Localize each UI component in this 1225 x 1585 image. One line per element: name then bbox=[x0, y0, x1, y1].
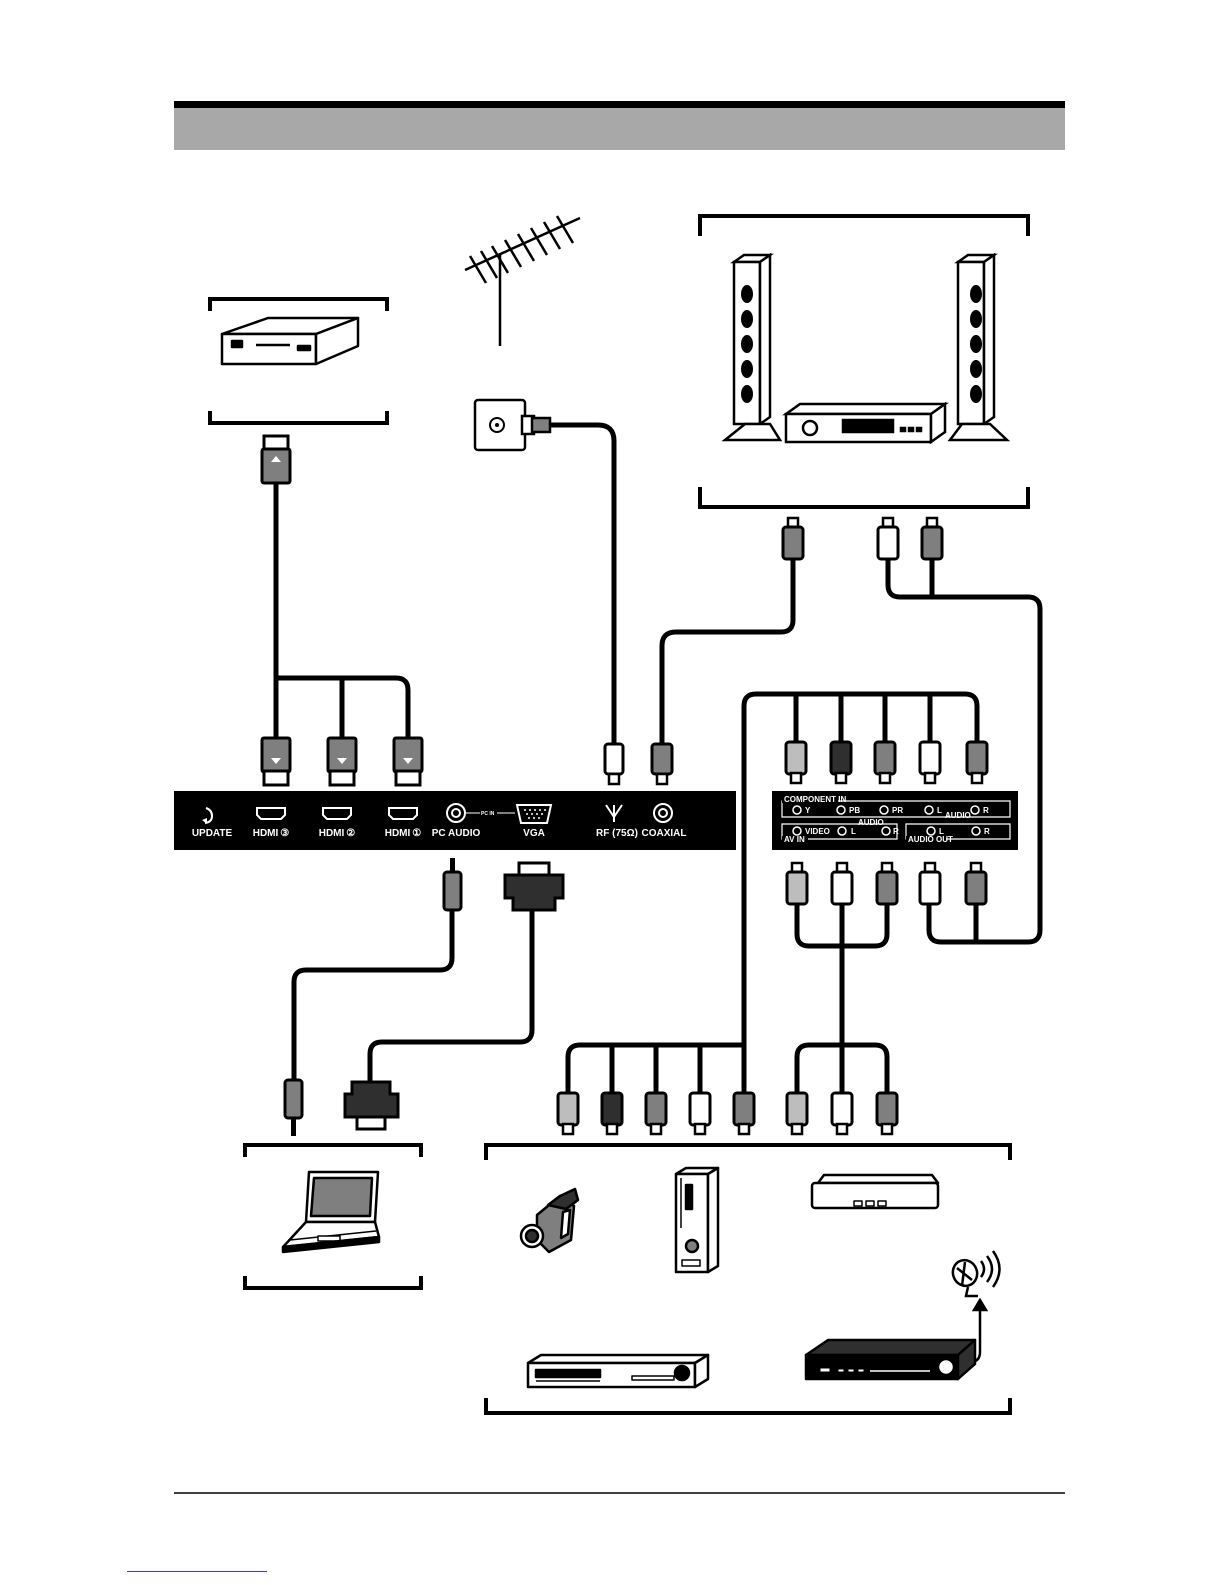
back-panel-right: COMPONENT IN Y PB PR L R AUDIO AV IN VID… bbox=[772, 791, 1018, 850]
rca-plugs-devices bbox=[558, 1093, 897, 1134]
back-panel-left: PC IN UPDATE HDMI ③ HDMI ② HDMI ① PC AUD… bbox=[174, 791, 736, 850]
footer-link-underline bbox=[127, 1571, 267, 1572]
header bbox=[174, 101, 1065, 150]
vga-plug-top bbox=[505, 863, 563, 910]
label-hdmi-2: HDMI ② bbox=[319, 828, 356, 839]
comp-label-l: L bbox=[937, 806, 942, 815]
out-label-l: L bbox=[939, 827, 944, 836]
out-label-r: R bbox=[984, 827, 990, 836]
dvd-vcr-player-icon bbox=[222, 318, 358, 364]
label-update: UPDATE bbox=[192, 828, 233, 839]
coaxial-plug bbox=[652, 744, 672, 784]
rca-plug-receiver-l bbox=[878, 518, 898, 559]
pc-in-label: PC IN bbox=[481, 811, 495, 817]
hdmi-plug-1 bbox=[394, 738, 422, 785]
satellite-receiver-icon bbox=[806, 1340, 975, 1379]
rca-plug-receiver-r bbox=[922, 518, 942, 559]
speaker-left-icon bbox=[725, 255, 780, 440]
speaker-right-icon bbox=[950, 255, 1007, 440]
label-hdmi-1: HDMI ① bbox=[385, 828, 422, 839]
dvd-player-icon bbox=[528, 1355, 708, 1387]
rca-plugs-av-below bbox=[787, 863, 986, 904]
label-vga: VGA bbox=[523, 828, 545, 839]
game-console-icon bbox=[676, 1168, 718, 1272]
plugs bbox=[262, 436, 987, 1136]
antenna-icon bbox=[465, 216, 580, 346]
av-receiver-icon bbox=[786, 404, 945, 442]
audio-out-label: AUDIO OUT bbox=[908, 835, 953, 844]
wall-outlet-icon bbox=[475, 400, 550, 450]
rca-plugs-component-top bbox=[786, 742, 987, 783]
pc-audio-plug-top bbox=[444, 858, 461, 910]
comp-label-pb: PB bbox=[849, 806, 860, 815]
label-hdmi-3: HDMI ③ bbox=[253, 828, 290, 839]
hdmi-plug-2 bbox=[328, 738, 356, 785]
rf-plug bbox=[605, 744, 623, 784]
av-label-l: L bbox=[851, 827, 856, 836]
comp-audio-label: AUDIO bbox=[945, 811, 971, 820]
av-label-r: R bbox=[893, 827, 899, 836]
av-audio-label: AUDIO bbox=[858, 818, 884, 827]
label-coaxial: COAXIAL bbox=[642, 828, 687, 839]
camcorder-icon bbox=[521, 1189, 578, 1252]
vga-plug-bottom bbox=[345, 1082, 398, 1129]
av-in-label: AV IN bbox=[784, 835, 805, 844]
comp-label-y: Y bbox=[805, 806, 811, 815]
label-rf: RF (75Ω) bbox=[596, 828, 638, 839]
component-in-label: COMPONENT IN bbox=[784, 795, 846, 804]
hdmi-plug-3 bbox=[262, 738, 290, 785]
comp-label-r: R bbox=[983, 806, 989, 815]
av-label-video: VIDEO bbox=[805, 827, 830, 836]
label-pc-audio: PC AUDIO bbox=[432, 828, 481, 839]
set-top-box-icon bbox=[812, 1175, 938, 1208]
hdmi-plug-top bbox=[262, 436, 290, 483]
laptop-icon bbox=[283, 1172, 379, 1252]
rca-plug-receiver-coax bbox=[783, 518, 803, 559]
pc-audio-plug-bottom bbox=[285, 1080, 302, 1136]
comp-label-pr: PR bbox=[892, 806, 903, 815]
